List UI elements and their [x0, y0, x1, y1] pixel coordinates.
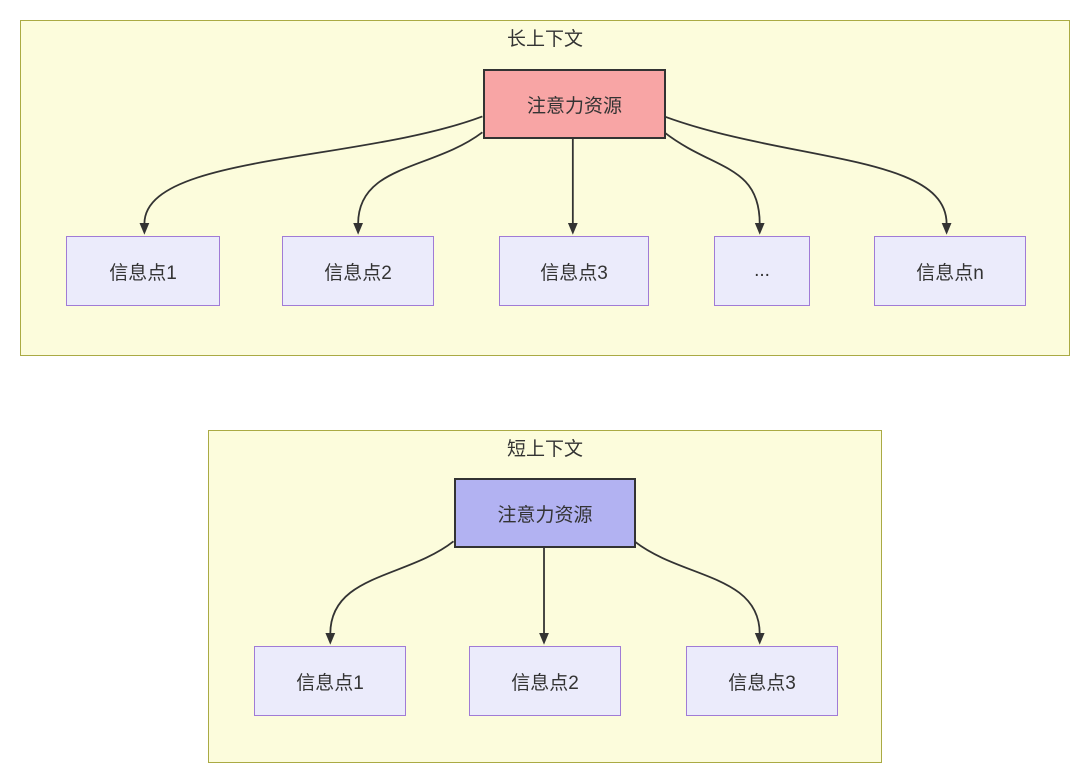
long-info-label-ellipsis: ... — [754, 260, 770, 281]
arrow-long-to-info-1 — [139, 115, 483, 235]
arrow-long-to-info-2 — [353, 131, 483, 235]
long-info-node-1: 信息点1 — [66, 236, 220, 306]
arrow-short-to-info-1 — [325, 540, 455, 645]
short-info-node-1: 信息点1 — [254, 646, 406, 716]
long-info-node-n: 信息点n — [874, 236, 1026, 306]
short-info-label-1: 信息点1 — [296, 672, 364, 694]
short-context-panel: 短上下文 注意力资源 信息点1 信息点2 信息点3 — [208, 430, 882, 763]
attention-resource-label-long: 注意力资源 — [526, 95, 622, 117]
long-info-label-2: 信息点2 — [324, 262, 392, 284]
attention-resource-node-long: 注意力资源 — [483, 69, 666, 139]
long-info-node-2: 信息点2 — [282, 236, 434, 306]
long-info-label-3: 信息点3 — [540, 262, 608, 284]
short-info-node-3: 信息点3 — [686, 646, 838, 716]
short-info-node-2: 信息点2 — [469, 646, 621, 716]
long-info-label-1: 信息点1 — [109, 262, 177, 284]
arrow-short-to-info-3 — [633, 540, 765, 645]
long-context-title: 长上下文 — [506, 29, 583, 50]
arrow-long-to-info-5 — [663, 115, 952, 235]
short-info-label-3: 信息点3 — [728, 672, 796, 694]
attention-resource-node-short: 注意力资源 — [454, 478, 636, 548]
long-context-panel: 长上下文 注意力资源 信息点1 信息点2 信息点3 ... — [20, 20, 1070, 356]
long-info-node-3: 信息点3 — [499, 236, 649, 306]
attention-resource-label-short: 注意力资源 — [497, 504, 593, 526]
long-info-label-n: 信息点n — [916, 262, 984, 284]
long-info-node-ellipsis: ... — [714, 236, 810, 306]
short-context-title: 短上下文 — [506, 439, 583, 460]
short-info-label-2: 信息点2 — [511, 672, 579, 694]
arrow-long-to-info-4 — [663, 131, 765, 235]
